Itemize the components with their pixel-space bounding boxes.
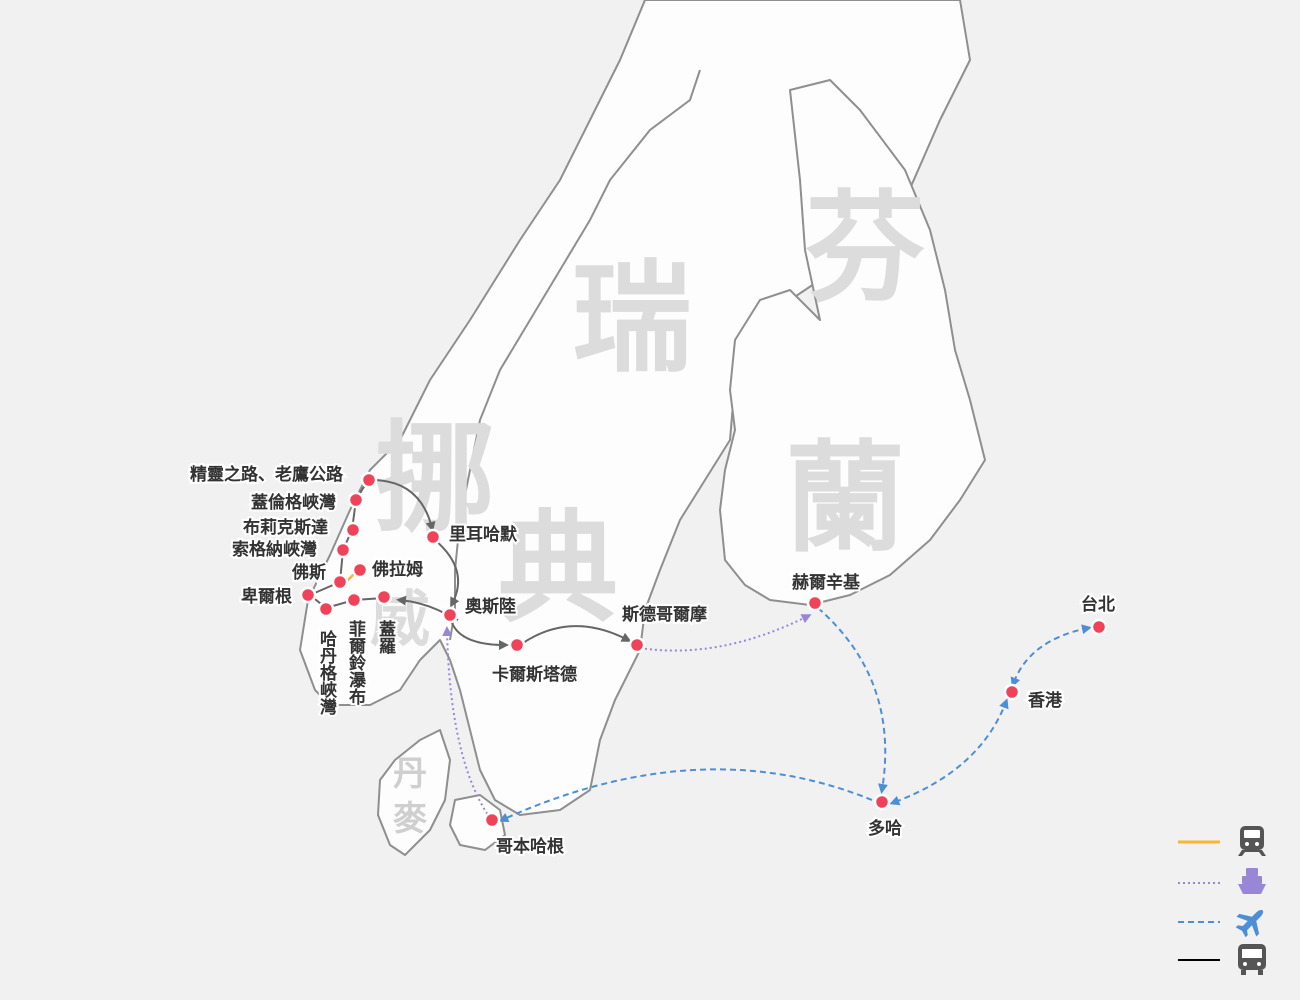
ship-route-stockholm-to-helsinki [639,614,812,652]
city-label: 哈丹格峽灣 [316,629,337,716]
city-label: 蓋羅 [375,620,396,655]
city-label: 香港 [1028,690,1063,711]
city-label: 卡爾斯塔德 [492,664,577,685]
city-voss[interactable]: 佛斯 [289,560,349,591]
city-label: 里耳哈默 [449,524,518,545]
bus-route-oslo-to-geilo [396,595,459,621]
finland-landmass [719,79,986,606]
airplane-icon [1235,909,1264,938]
denmark-zealand [449,794,506,851]
city-geilo[interactable]: 蓋羅 [373,588,398,657]
city-label: 精靈之路、老鷹公路 [190,464,344,485]
bus-icon [1238,944,1266,975]
legend-item-bus [1178,944,1266,975]
legend-item-flight [1178,909,1264,938]
city-karlstad[interactable]: 卡爾斯塔德 [490,636,579,687]
city-hardanger[interactable]: 哈丹格峽灣 [314,600,339,718]
city-label: 奧斯陸 [465,596,516,617]
city-stockholm[interactable]: 斯德哥爾摩 [620,602,709,654]
flight-route-doha-hongkong [889,698,1009,806]
city-label: 卑爾根 [241,586,292,607]
flight-route-doha-to-copenhagen [498,768,873,823]
legend [1178,826,1266,975]
denmark-label-1: 丹 [393,754,427,794]
city-label: 菲爾鈴瀑布 [345,620,367,706]
city-label: 佛斯 [291,562,326,583]
legend-item-train [1178,826,1266,856]
denmark-label-2: 麥 [393,799,428,839]
sweden-label-1: 瑞 [572,250,692,389]
city-label: 赫爾辛基 [792,572,861,593]
city-briksdal[interactable]: 布莉克斯達 [241,515,362,540]
city-flam[interactable]: 佛拉姆 [351,557,425,582]
bus-route-lillehammer-to-oslo [434,539,460,608]
land-layer [299,0,986,856]
city-doha[interactable]: 多哈 [866,793,904,841]
city-sognefjord[interactable]: 索格納峽灣 [230,537,352,562]
city-label: 蓋倫格峽灣 [251,492,336,513]
city-voringfossen[interactable]: 菲爾鈴瀑布 [343,591,369,708]
cities-layer: 精靈之路、老鷹公路 蓋倫格峽灣 布莉克斯達 索格納峽灣 佛斯 佛拉姆 卑爾根 [188,462,1117,859]
bus-route-karlstad-to-stockholm [519,625,632,646]
finland-label-1: 芬 [805,180,925,319]
city-hongkong[interactable]: 香港 [1003,683,1065,713]
denmark-jutland [377,729,451,856]
city-oslo[interactable]: 奧斯陸 [441,594,518,624]
ship-icon [1238,868,1266,894]
city-bergen[interactable]: 卑爾根 [239,584,317,609]
finland-label-2: 蘭 [785,430,905,569]
city-lillehammer[interactable]: 里耳哈默 [424,522,520,547]
flight-route-hongkong-taipei [1010,624,1092,688]
city-label: 哥本哈根 [496,836,564,857]
city-taipei[interactable]: 台北 [1079,592,1117,636]
flight-route-helsinki-to-doha [817,607,888,794]
city-label: 斯德哥爾摩 [622,604,707,625]
legend-item-ship [1178,868,1266,894]
city-geiranger[interactable]: 蓋倫格峽灣 [249,490,365,515]
bus-route-eagle-to-lillehammer [371,479,436,532]
city-helsinki[interactable]: 赫爾辛基 [790,570,863,612]
city-eagle-road[interactable]: 精靈之路、老鷹公路 [188,462,378,489]
city-label: 索格納峽灣 [232,539,317,560]
city-label: 佛拉姆 [371,559,423,580]
city-label: 多哈 [868,818,902,839]
train-icon [1238,826,1266,856]
norway-sweden-border [449,69,701,641]
city-label: 台北 [1081,594,1115,615]
sweden-label-2: 典 [498,500,618,639]
city-copenhagen[interactable]: 哥本哈根 [483,811,566,859]
city-label: 布莉克斯達 [243,517,328,538]
